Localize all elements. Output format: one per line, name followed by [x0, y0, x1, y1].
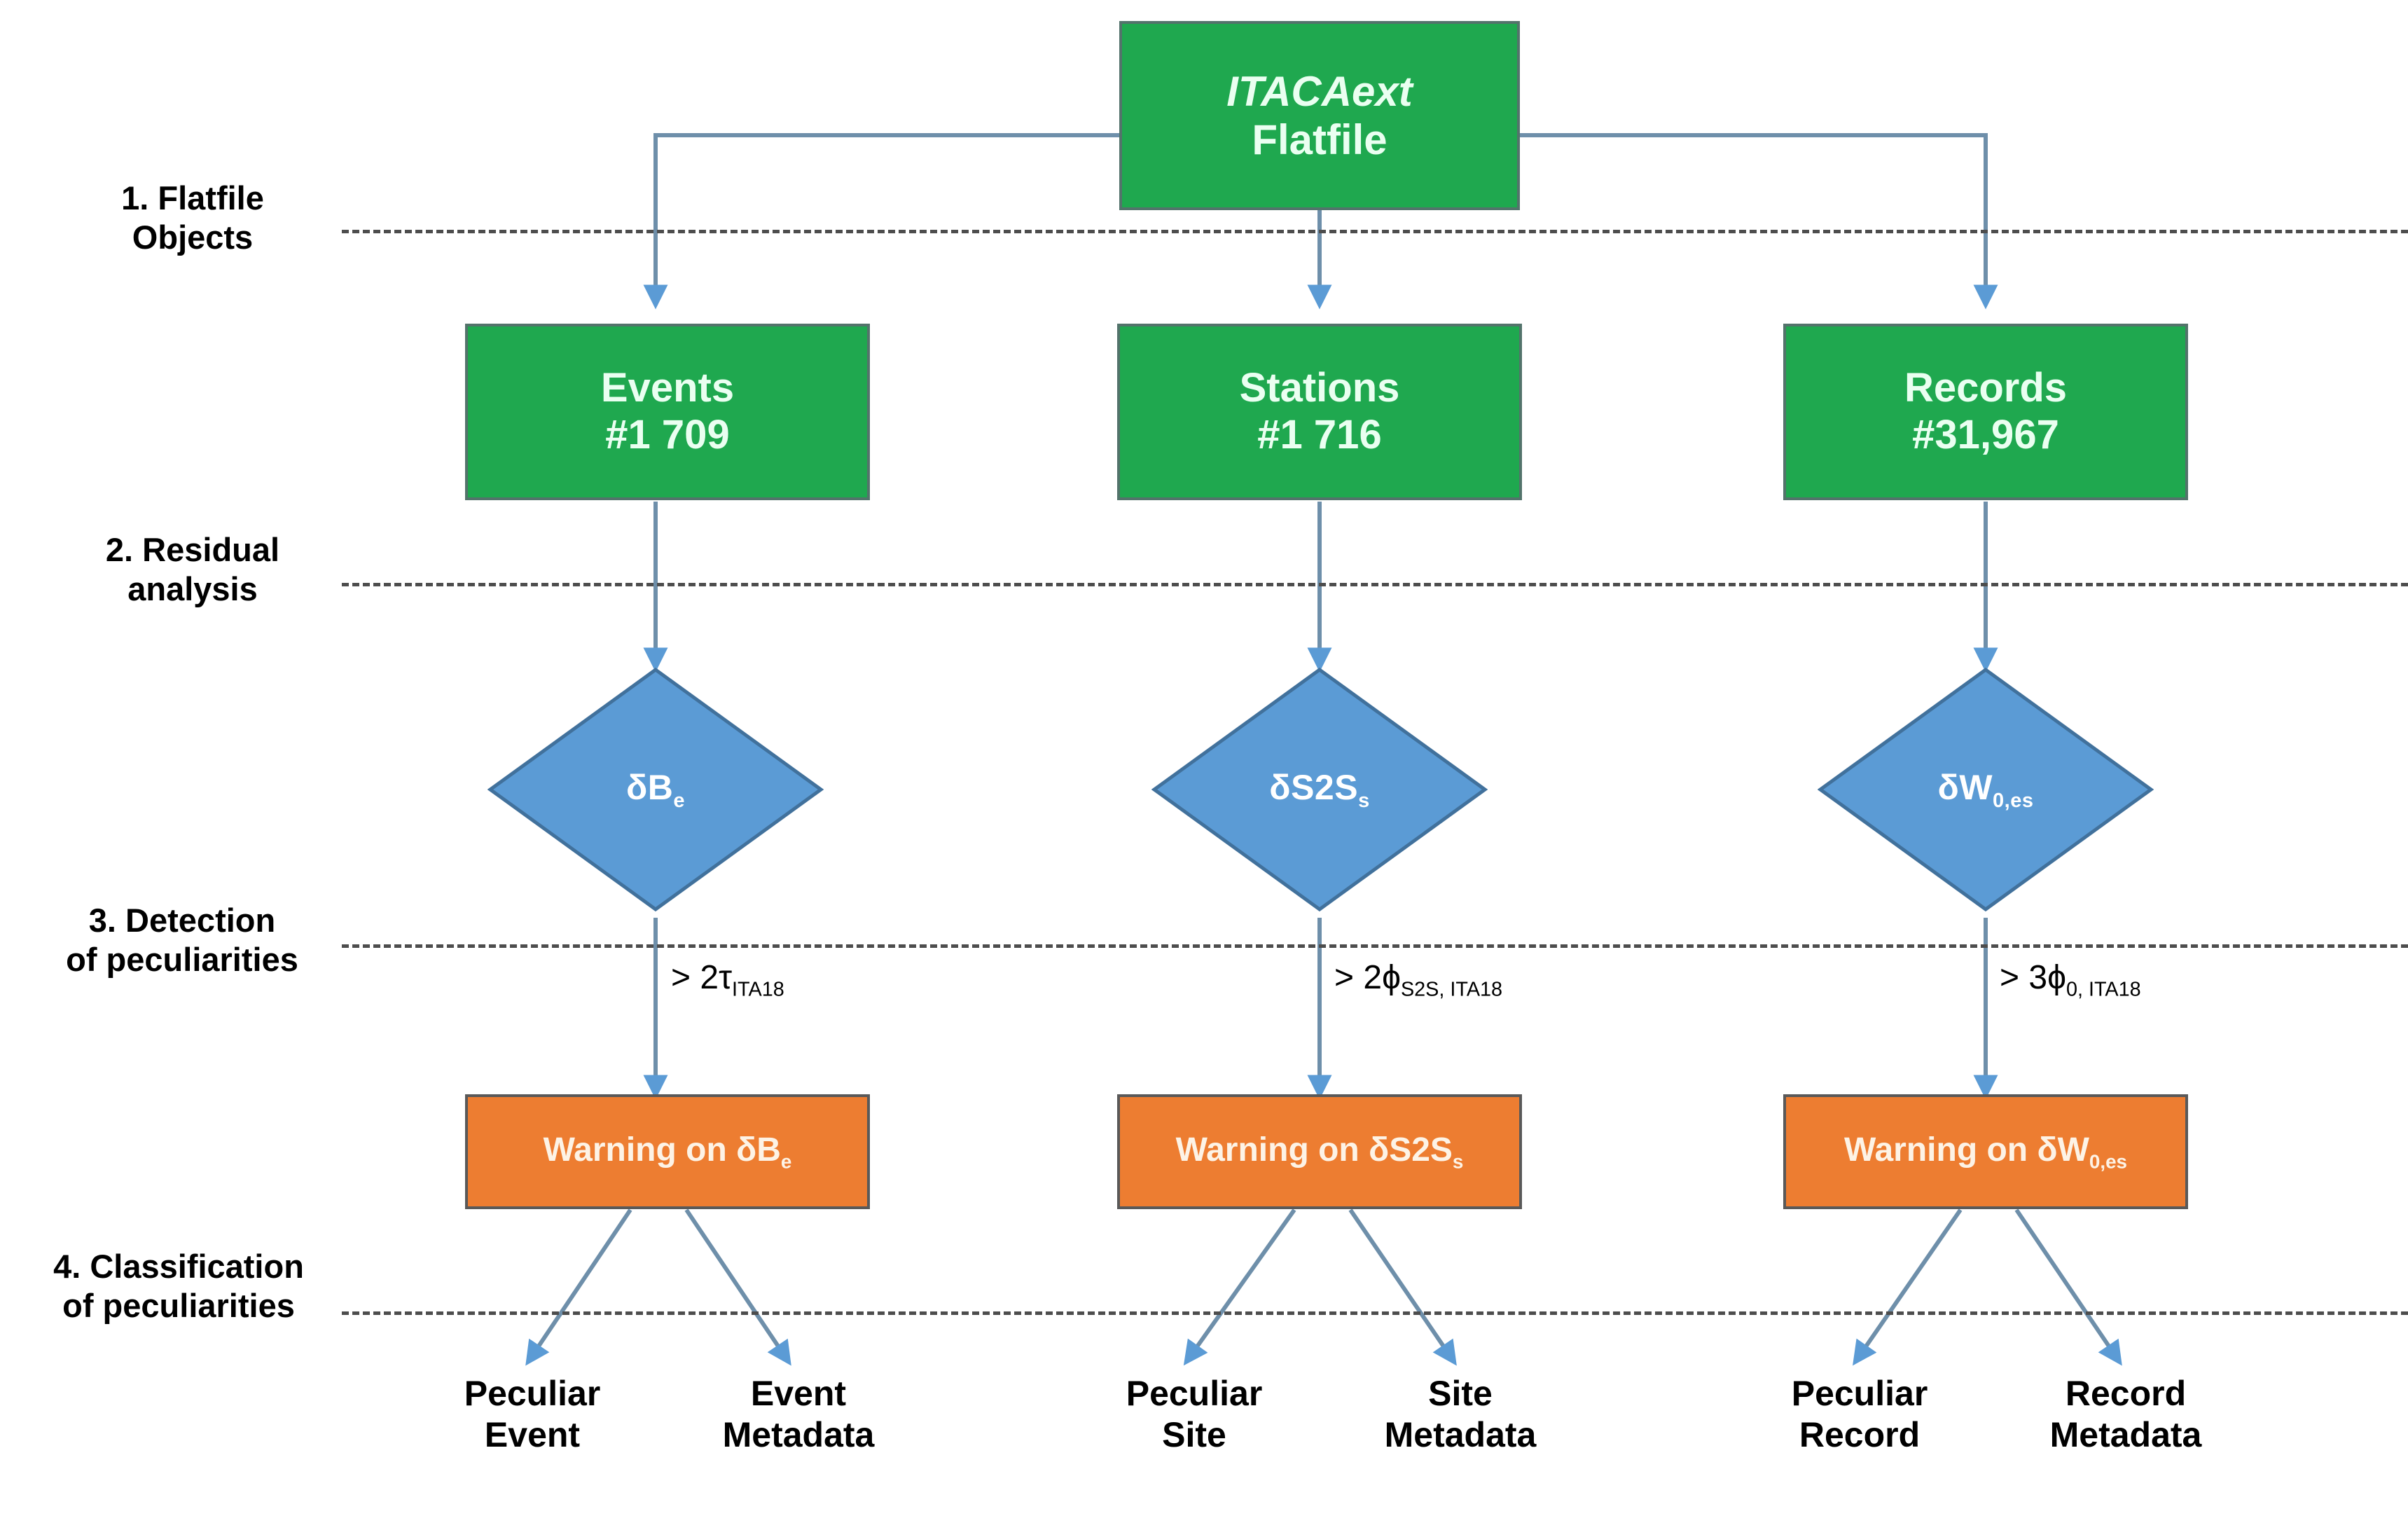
outcome-record-metadata: Record Metadata [2049, 1374, 2202, 1454]
warning-box-stations: Warning on δS2Ss [1117, 1094, 1522, 1209]
residual-base-dBe: δB [625, 767, 674, 807]
object-count-records: #31,967 [1912, 412, 2059, 457]
residual-label-dBe: δBe [626, 767, 685, 813]
outcome-peculiar-event: Peculiar Event [464, 1374, 601, 1454]
connector-warn-events-to-event-metadata [684, 1208, 791, 1366]
flatfile-title-line1: ITACAext [1226, 68, 1413, 115]
object-name-records: Records [1904, 365, 2068, 411]
object-box-stations: Stations #1 716 [1117, 324, 1522, 500]
threshold-label-events: > 2τITA18 [671, 958, 784, 1002]
separator-stage-1 [342, 230, 2408, 233]
object-count-stations: #1 716 [1257, 412, 1382, 457]
object-box-events: Events #1 709 [465, 324, 870, 500]
threshold-base-stations: > 2ϕ [1334, 959, 1401, 996]
stage-label-1: 1. Flatfile Objects [121, 179, 264, 256]
warning-prefix-stations: Warning on δS2S [1175, 1131, 1453, 1169]
threshold-sub-stations: S2S, ITA18 [1400, 978, 1503, 1001]
separator-stage-4 [342, 1311, 2408, 1315]
threshold-label-records: > 3ϕ0, ITA18 [2000, 958, 2141, 1002]
object-name-events: Events [600, 365, 735, 411]
flatfile-title-box: ITACAext Flatfile [1119, 21, 1520, 210]
object-count-events: #1 709 [605, 412, 730, 457]
separator-stage-3 [342, 944, 2408, 948]
connector-warn-events-to-peculiar-event [525, 1208, 632, 1366]
threshold-sub-records: 0, ITA18 [2066, 978, 2141, 1001]
residual-diamond-dS2Ss: δS2Ss [1151, 667, 1488, 912]
warning-text-records: Warning on δW0,es [1844, 1131, 2127, 1173]
stage-label-3: 3. Detection of peculiarities [66, 902, 298, 979]
warning-box-records: Warning on δW0,es [1783, 1094, 2188, 1209]
outcome-event-metadata: Event Metadata [722, 1374, 875, 1454]
warning-sub-events: e [780, 1150, 792, 1173]
warning-text-events: Warning on δBe [544, 1131, 792, 1173]
stage-label-4: 4. Classification of peculiarities [53, 1248, 304, 1325]
threshold-base-records: > 3ϕ [2000, 959, 2066, 996]
connector-warn-records-to-peculiar-record [1853, 1208, 1963, 1366]
warning-box-events: Warning on δBe [465, 1094, 870, 1209]
connector-warn-stations-to-peculiar-site [1183, 1208, 1296, 1366]
warning-prefix-records: Warning on δW [1843, 1131, 2089, 1169]
warning-text-stations: Warning on δS2Ss [1176, 1131, 1464, 1173]
connector-warn-records-to-record-metadata [2014, 1208, 2122, 1366]
diamond-shape-dBe [487, 667, 824, 912]
threshold-label-stations: > 2ϕS2S, ITA18 [1334, 958, 1502, 1002]
separator-stage-2 [342, 583, 2408, 586]
residual-diamond-dBe: δBe [487, 667, 824, 912]
connector-flatfile-to-events [643, 133, 1119, 310]
warning-prefix-events: Warning on δB [543, 1131, 781, 1169]
residual-label-dW0es: δW0,es [1938, 767, 2034, 813]
diamond-shape-dS2Ss [1151, 667, 1488, 912]
object-box-records: Records #31,967 [1783, 324, 2188, 500]
outcome-peculiar-record: Peculiar Record [1791, 1374, 1928, 1454]
connector-flatfile-to-records [1520, 133, 1998, 310]
threshold-base-events: > 2τ [671, 959, 733, 996]
stage-label-2: 2. Residual analysis [105, 531, 280, 608]
residual-label-dS2Ss: δS2Ss [1269, 767, 1369, 813]
connector-warn-stations-to-site-metadata [1348, 1208, 1457, 1366]
warning-sub-stations: s [1452, 1150, 1464, 1173]
residual-diamond-dW0es: δW0,es [1818, 667, 2154, 912]
diamond-shape-dW0es [1818, 667, 2154, 912]
object-name-stations: Stations [1239, 365, 1400, 411]
warning-sub-records: 0,es [2089, 1150, 2128, 1173]
outcome-peculiar-site: Peculiar Site [1126, 1374, 1263, 1454]
residual-sub-dBe: e [673, 789, 686, 812]
flatfile-title-line2: Flatfile [1252, 116, 1388, 163]
residual-sub-dW0es: 0,es [1993, 789, 2034, 812]
residual-base-dW0es: δW [1937, 767, 1993, 807]
residual-sub-dS2Ss: s [1358, 789, 1370, 812]
outcome-site-metadata: Site Metadata [1384, 1374, 1537, 1454]
residual-base-dS2Ss: δS2S [1269, 767, 1359, 807]
threshold-sub-events: ITA18 [732, 978, 784, 1001]
